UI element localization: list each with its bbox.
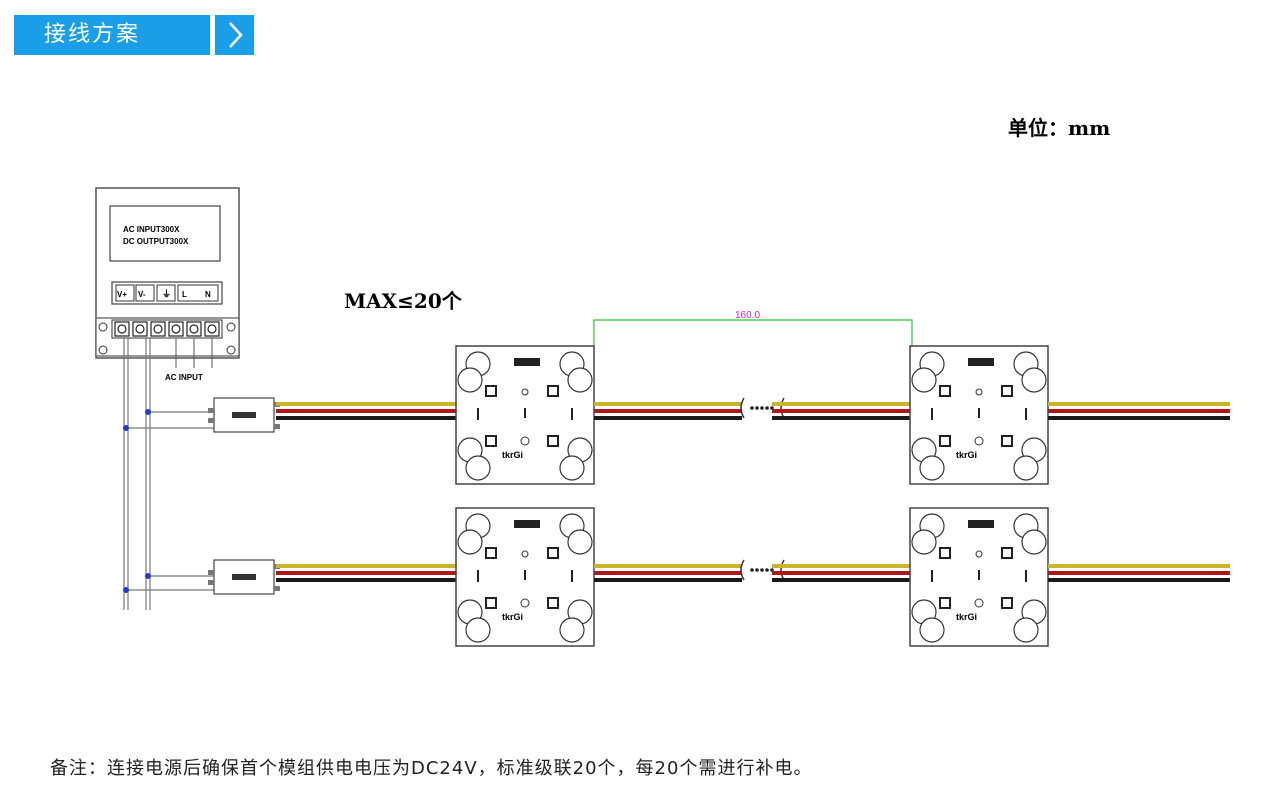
led-chip <box>485 597 497 609</box>
footnote: 备注：连接电源后确保首个模组供电电压为DC24V，标准级联20个，每20个需进行… <box>50 758 813 779</box>
continuation-dot <box>765 406 769 410</box>
dimension-text: 160.0 <box>735 310 760 321</box>
terminal-vplus: V+ <box>117 290 127 299</box>
hole <box>520 436 530 446</box>
lens-circle <box>911 367 937 393</box>
ac-input-label: AC INPUT <box>165 373 203 382</box>
led-chip <box>547 435 559 447</box>
module-brand: tkrGi <box>956 612 977 622</box>
led-chip <box>939 435 951 447</box>
lens-circle <box>919 455 945 481</box>
logo-mark <box>968 520 994 528</box>
junction-node <box>123 425 129 431</box>
hole <box>974 436 984 446</box>
led-module: tkrGi <box>455 507 595 647</box>
hole <box>520 598 530 608</box>
continuation-dot <box>755 406 759 410</box>
led-chip <box>1001 385 1013 397</box>
junction-node <box>145 409 151 415</box>
hole <box>974 598 984 608</box>
psu-line1: AC INPUT300X <box>123 225 180 234</box>
continuation-dot <box>760 406 764 410</box>
dc-bus <box>123 338 151 610</box>
junction-node <box>123 587 129 593</box>
lens-circle <box>911 529 937 555</box>
led-chip <box>1001 547 1013 559</box>
led-module: tkrGi <box>455 345 595 485</box>
lens-circle <box>559 617 585 643</box>
hole <box>975 550 983 558</box>
continuation-dot <box>755 568 759 572</box>
logo-mark <box>514 358 540 366</box>
led-chip <box>485 385 497 397</box>
lens-circle <box>1013 455 1039 481</box>
led-chip <box>547 547 559 559</box>
psu-line2: DC OUTPUT300X <box>123 237 189 246</box>
led-chip <box>939 547 951 559</box>
module-brand: tkrGi <box>502 450 523 460</box>
lens-circle <box>1013 617 1039 643</box>
power-supply: AC INPUT300X DC OUTPUT300X V+ V- ⏚ L N A <box>95 187 240 382</box>
led-chip <box>547 597 559 609</box>
max-count-label: MAX≤20个 <box>344 289 462 313</box>
unit-label: 单位：mm <box>1008 116 1111 140</box>
hole <box>521 550 529 558</box>
lens-circle <box>567 367 593 393</box>
logo-mark <box>968 358 994 366</box>
lens-circle <box>465 455 491 481</box>
continuation-dot <box>750 406 754 410</box>
continuation-dot <box>760 568 764 572</box>
continuation-dot <box>770 568 774 572</box>
led-chip <box>485 435 497 447</box>
continuation-dot <box>750 568 754 572</box>
section-title: 接线方案 <box>14 15 210 55</box>
led-module: tkrGi <box>909 507 1049 647</box>
continuation-dot <box>770 406 774 410</box>
led-chip <box>1001 435 1013 447</box>
wiring-diagram: AC INPUT300X DC OUTPUT300X V+ V- ⏚ L N A <box>95 187 1230 647</box>
terminal-ground: ⏚ <box>162 289 171 299</box>
logo-mark <box>514 520 540 528</box>
led-chip <box>939 597 951 609</box>
led-chip <box>485 547 497 559</box>
led-chip <box>939 385 951 397</box>
terminal-n: N <box>205 290 211 299</box>
lens-circle <box>1021 367 1047 393</box>
led-chip <box>1001 597 1013 609</box>
led-chip <box>547 385 559 397</box>
lens-circle <box>559 455 585 481</box>
terminal-vminus: V- <box>138 290 146 299</box>
lens-circle <box>567 529 593 555</box>
lens-circle <box>919 617 945 643</box>
chevron-right-icon[interactable] <box>215 15 254 55</box>
controller-box <box>208 397 280 433</box>
hole <box>975 388 983 396</box>
controller-box <box>208 559 280 595</box>
dimension-160: 160.0 <box>593 310 913 348</box>
lens-circle <box>1021 529 1047 555</box>
terminal-l: L <box>182 290 187 299</box>
continuation-dot <box>765 568 769 572</box>
hole <box>521 388 529 396</box>
lens-circle <box>457 529 483 555</box>
led-module: tkrGi <box>909 345 1049 485</box>
junction-node <box>145 573 151 579</box>
lens-circle <box>465 617 491 643</box>
module-brand: tkrGi <box>956 450 977 460</box>
module-brand: tkrGi <box>502 612 523 622</box>
lens-circle <box>457 367 483 393</box>
